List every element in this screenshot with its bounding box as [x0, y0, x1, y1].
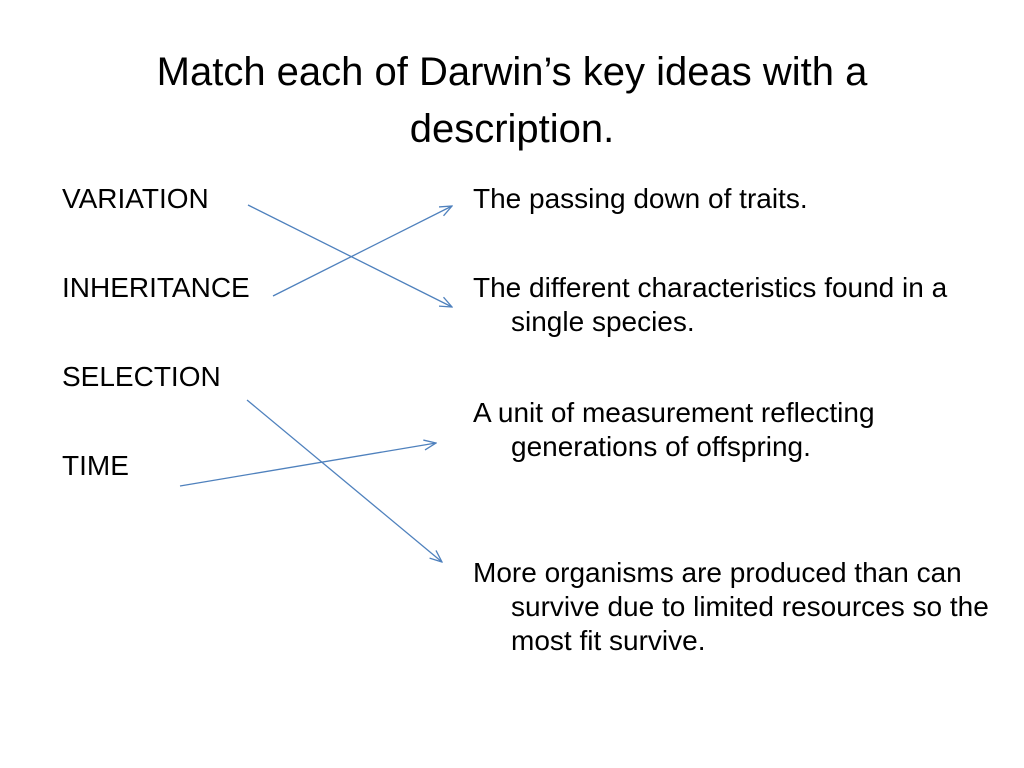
- term-selection: SELECTION: [62, 361, 221, 392]
- slide-title: Match each of Darwin’s key ideas with a …: [156, 50, 868, 151]
- arrow-selection-to-more-organisms: [246, 399, 442, 562]
- arrow-time-to-unit-of-measurement: [179, 443, 436, 487]
- description-different-characteristics: The different characteristics found in a…: [473, 272, 948, 337]
- term-variation: VARIATION: [62, 183, 209, 214]
- arrow-variation-to-characteristics: [247, 204, 452, 307]
- term-inheritance: INHERITANCE: [62, 272, 250, 303]
- description-passing-down: The passing down of traits.: [473, 183, 808, 214]
- description-more-organisms: More organisms are produced than can sur…: [473, 557, 989, 656]
- arrow-inheritance-to-passing-down: [272, 206, 452, 297]
- description-unit-of-measurement: A unit of measurement reflecting generat…: [473, 397, 875, 462]
- term-time: TIME: [62, 450, 129, 481]
